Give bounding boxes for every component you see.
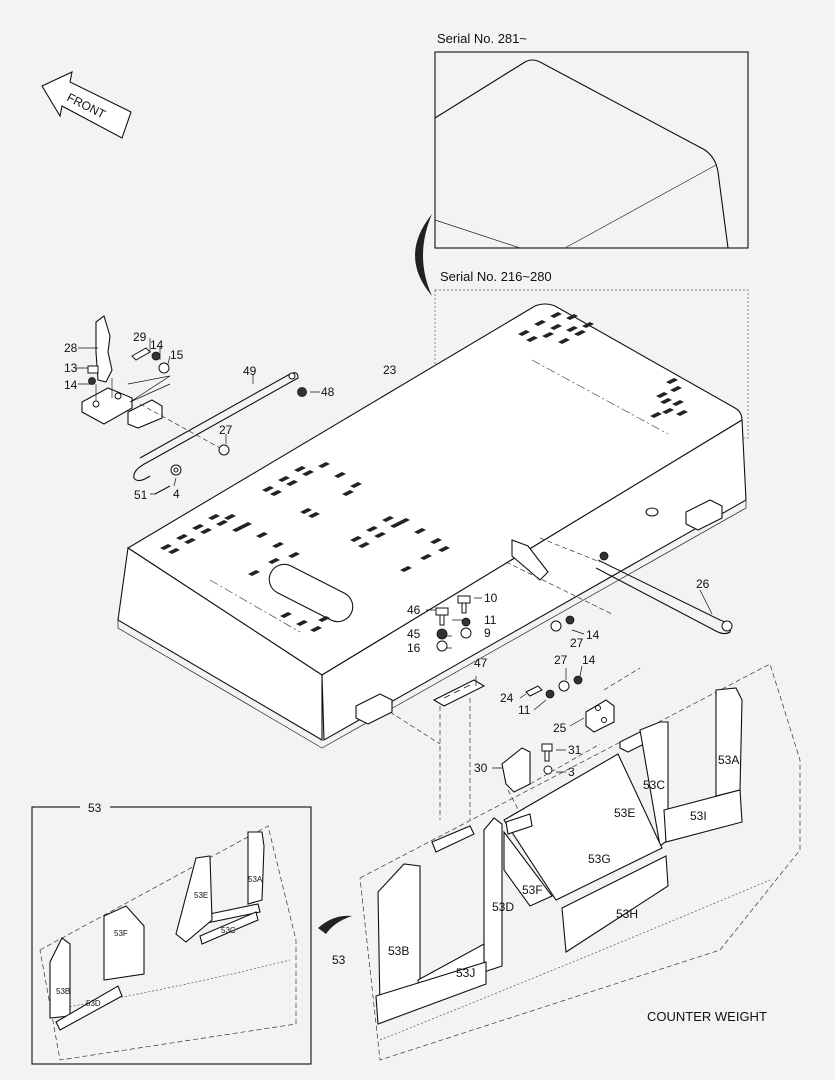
vent-grille <box>160 312 688 632</box>
label-30: 30 <box>474 761 488 775</box>
label-53: 53 <box>332 953 346 967</box>
label-28: 28 <box>64 341 78 355</box>
label-31: 31 <box>568 743 582 757</box>
label-46: 46 <box>407 603 421 617</box>
label-53G: 53G <box>588 852 611 866</box>
serial-281-heading: Serial No. 281~ <box>437 31 527 46</box>
latch-assembly <box>76 315 320 495</box>
label-53F: 53F <box>522 883 543 897</box>
label-53J: 53J <box>456 966 475 980</box>
support-rod <box>505 537 733 635</box>
label-23: 23 <box>383 363 397 377</box>
label-15: 15 <box>170 348 184 362</box>
label-48: 48 <box>321 385 335 399</box>
engine-cover <box>117 303 747 749</box>
label-4: 4 <box>173 487 180 501</box>
label-13: 13 <box>64 361 78 375</box>
inset-title: 53 <box>88 801 102 815</box>
front-arrow-icon: FRONT <box>41 71 132 139</box>
label-47: 47 <box>474 656 488 670</box>
label-11a: 11 <box>484 613 497 627</box>
inset-labels: 53 53A 53E 53C 53F 53B 53D <box>56 801 263 1008</box>
label-11b: 11 <box>518 703 531 717</box>
inset-53 <box>31 800 312 1065</box>
hinge-left <box>355 693 393 725</box>
hinge-right <box>685 499 723 531</box>
counter-weight-assembly <box>359 663 801 1061</box>
detail-serial-281: Serial No. 281~ <box>434 31 749 249</box>
inset-label-53A: 53A <box>248 875 263 884</box>
bracket-30 <box>492 743 601 833</box>
label-10: 10 <box>484 591 498 605</box>
detail-connector-arrow-icon <box>415 214 432 296</box>
inset-label-53F: 53F <box>114 929 128 938</box>
counter-weight-arrow-icon <box>318 915 352 934</box>
label-27a: 27 <box>219 423 233 437</box>
label-45: 45 <box>407 627 421 641</box>
label-27b: 27 <box>570 636 584 650</box>
label-53B: 53B <box>388 944 409 958</box>
center-hardware <box>389 595 486 820</box>
part-labels: 28 13 14 29 14 15 49 48 23 27 51 4 26 10… <box>64 330 767 1024</box>
label-14b: 14 <box>150 338 164 352</box>
label-53D: 53D <box>492 900 514 914</box>
label-26: 26 <box>696 577 710 591</box>
label-14d: 14 <box>582 653 596 667</box>
label-27c: 27 <box>554 653 568 667</box>
label-53E: 53E <box>614 806 635 820</box>
label-29: 29 <box>133 330 147 344</box>
inset-label-53D: 53D <box>86 999 101 1008</box>
serial-216-heading: Serial No. 216~280 <box>440 269 552 284</box>
label-53I: 53I <box>690 809 707 823</box>
label-9: 9 <box>484 626 491 640</box>
hinge-bracket <box>519 665 649 753</box>
label-53A: 53A <box>718 753 739 767</box>
label-49: 49 <box>243 364 257 378</box>
label-14c: 14 <box>586 628 600 642</box>
label-53H: 53H <box>616 907 638 921</box>
label-51: 51 <box>134 488 148 502</box>
inset-label-53B: 53B <box>56 987 70 996</box>
inset-label-53C: 53C <box>221 926 236 935</box>
label-3: 3 <box>568 765 575 779</box>
label-14a: 14 <box>64 378 78 392</box>
counter-weight-label: COUNTER WEIGHT <box>647 1009 767 1024</box>
label-25: 25 <box>553 721 567 735</box>
label-53C: 53C <box>643 778 665 792</box>
label-24: 24 <box>500 691 514 705</box>
inset-label-53E: 53E <box>194 891 208 900</box>
label-16: 16 <box>407 641 421 655</box>
